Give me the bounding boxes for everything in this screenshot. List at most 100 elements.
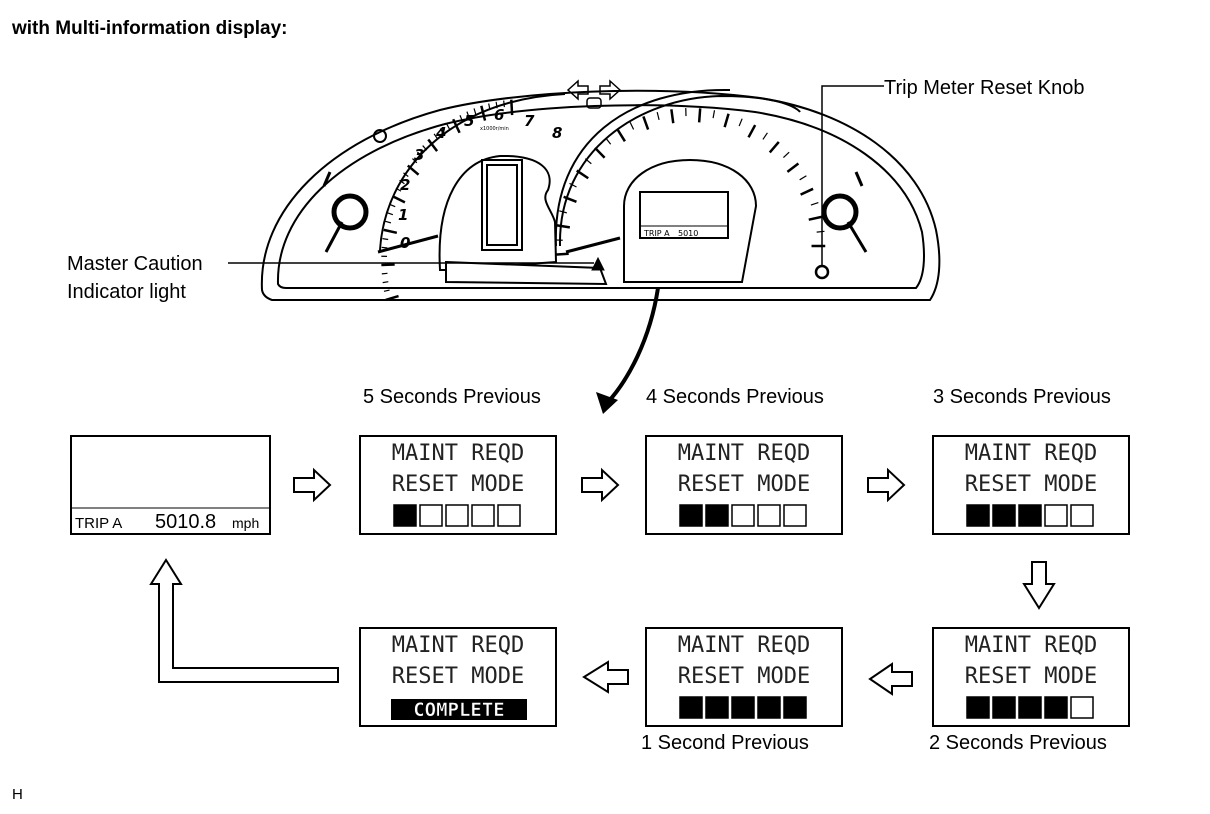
- progress-block: [731, 696, 755, 719]
- speedo-tick: [712, 110, 716, 119]
- speedometer-outer-arc: [554, 88, 731, 247]
- left-small-gauge-needle: [324, 221, 344, 253]
- tacho-tick: [412, 158, 418, 164]
- flow-arrow-left-2: [582, 660, 629, 694]
- step-label-2s: 2 Seconds Previous: [929, 732, 1107, 754]
- progress-block: [966, 696, 990, 719]
- speedo-tick: [762, 132, 768, 140]
- progress-block: [419, 504, 443, 527]
- progress-block: [497, 504, 521, 527]
- complete-banner: [391, 699, 527, 720]
- complete-panel-line1: MAINT REQD: [392, 633, 524, 658]
- tacho-tick: [383, 289, 390, 292]
- tacho-tick: [433, 133, 439, 140]
- mini-display-trip-value: 5010: [678, 229, 698, 238]
- speedo-tick: [616, 128, 626, 142]
- tacho-tick: [389, 203, 396, 208]
- tacho-tick: [383, 228, 398, 235]
- flow-arrow-right-3: [867, 467, 906, 503]
- complete-banner-text: COMPLETE: [413, 699, 505, 721]
- speedo-tick: [697, 108, 702, 123]
- tacho-number-5: 5: [464, 112, 474, 130]
- master-caution-callout-line1: Master Caution: [67, 253, 203, 275]
- step-label-1s: 1 Second Previous: [641, 732, 809, 754]
- tacho-tick: [510, 99, 514, 116]
- tacho-tick: [382, 281, 389, 284]
- tacho-tick: [406, 164, 420, 176]
- speedo-tick: [556, 224, 571, 229]
- speedo-tick: [569, 182, 577, 188]
- speedometer-arc: [558, 94, 801, 247]
- tacho-tick: [495, 101, 498, 109]
- tachometer-numbers: 0 1 2 3 4 5 6 7 8 x1000r/min: [398, 106, 562, 252]
- flow-arrow-down: [1022, 561, 1056, 610]
- shift-indicator-window: [481, 159, 523, 251]
- tacho-tick: [480, 105, 487, 121]
- complete-panel-line2: RESET MODE: [392, 664, 524, 689]
- tacho-tick: [473, 108, 477, 115]
- speedometer-ticks: [554, 108, 826, 256]
- tacho-unit-label: x1000r/min: [480, 126, 509, 132]
- speedo-tick: [747, 124, 757, 138]
- tacho-tick: [439, 128, 445, 135]
- tacho-number-3: 3: [414, 146, 424, 164]
- trip-display-label: TRIP A: [75, 515, 122, 532]
- master-caution-callout: Master Caution Indicator light: [67, 250, 203, 306]
- speedo-tick: [576, 169, 589, 180]
- speedo-tick: [738, 118, 743, 127]
- flow-arrow-right-1: [293, 467, 332, 503]
- maint-panel-line1: MAINT REQD: [965, 441, 1097, 466]
- tacho-tick: [385, 294, 399, 302]
- shift-indicator-inner: [486, 164, 518, 246]
- tacho-tick: [488, 103, 491, 111]
- speedo-tick: [800, 187, 814, 196]
- master-caution-callout-line2: Indicator light: [67, 281, 186, 303]
- right-small-gauge-tick: [854, 171, 864, 187]
- step-label-5s: 5 Seconds Previous: [363, 386, 541, 408]
- speedo-tick: [783, 151, 790, 159]
- progress-block: [393, 504, 417, 527]
- trip-knob-callout: Trip Meter Reset Knob: [884, 77, 1085, 99]
- progress-block: [705, 696, 729, 719]
- pointer-arrow-shaft: [606, 287, 660, 404]
- progress-block: [1018, 696, 1042, 719]
- progress-block: [445, 504, 469, 527]
- tacho-tick: [381, 272, 388, 275]
- maint-panel-line2: RESET MODE: [965, 664, 1097, 689]
- progress-block: [966, 504, 990, 527]
- speedo-tick: [594, 146, 606, 159]
- center-housing-left: [438, 154, 558, 271]
- progress-block: [1070, 504, 1094, 527]
- tacho-tick: [503, 100, 505, 108]
- center-housing-right: [623, 158, 758, 283]
- mini-display-trip-label: TRIP A: [643, 229, 670, 238]
- maint-panel-line1: MAINT REQD: [678, 441, 810, 466]
- speedo-tick: [808, 215, 823, 221]
- trip-meter-reset-knob: [814, 264, 830, 280]
- tacho-tick: [392, 195, 406, 204]
- maint-panel-line1: MAINT REQD: [392, 441, 524, 466]
- progress-block: [1044, 696, 1068, 719]
- master-caution-lamp-icon: [591, 256, 605, 271]
- tacho-number-0: 0: [400, 234, 410, 252]
- maint-panel-line1: MAINT REQD: [678, 633, 810, 658]
- tacho-number-4: 4: [435, 124, 446, 142]
- progress-block: [757, 504, 781, 527]
- tacho-tick: [446, 123, 451, 130]
- right-small-gauge-hub: [821, 193, 859, 231]
- tacho-tick: [452, 118, 461, 134]
- tacho-needle: [377, 234, 439, 254]
- tacho-tick: [427, 138, 439, 152]
- tacho-tick: [395, 187, 402, 192]
- right-turn-signal-icon: [599, 79, 622, 101]
- progress-block: [679, 696, 703, 719]
- speedo-tick: [559, 210, 567, 214]
- progress-block: [992, 696, 1016, 719]
- progress-block: [757, 696, 781, 719]
- left-small-gauge-hub: [331, 193, 369, 231]
- tacho-tick: [403, 172, 409, 177]
